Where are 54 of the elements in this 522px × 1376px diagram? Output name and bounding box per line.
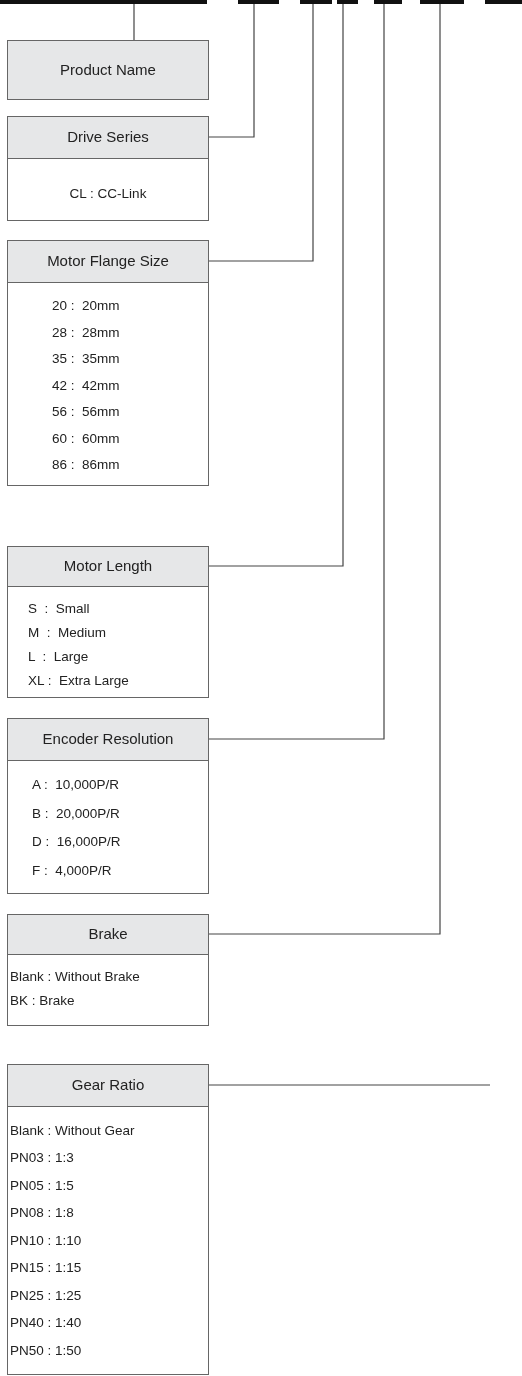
connector-line <box>208 3 441 935</box>
option-box <box>7 718 209 894</box>
option-text: Blank : Without Brake <box>10 967 141 986</box>
code-segment-bar <box>238 0 279 4</box>
option-text: PN03 : 1:3 <box>10 1149 75 1168</box>
code-segment-bar <box>0 0 207 4</box>
code-segment-bar <box>485 0 522 4</box>
code-segment-bar <box>300 0 332 4</box>
option-text: 56 : 56mm <box>52 403 121 422</box>
option-text: PN15 : 1:15 <box>10 1259 83 1278</box>
box-header: Encoder Resolution <box>8 719 208 761</box>
option-text: M : Medium <box>28 623 107 642</box>
option-text: 28 : 28mm <box>52 323 121 342</box>
box-header: Brake <box>8 915 208 955</box>
box-header: Gear Ratio <box>8 1065 208 1107</box>
option-box <box>7 116 209 221</box>
connector-line <box>208 3 344 567</box>
option-text: BK : Brake <box>10 991 76 1010</box>
code-segment-bar <box>420 0 464 4</box>
option-text: S : Small <box>28 599 91 618</box>
option-text: B : 20,000P/R <box>32 804 121 823</box>
code-segment-bar <box>337 0 358 4</box>
option-text: PN50 : 1:50 <box>10 1341 83 1360</box>
code-segment-bar <box>374 0 402 4</box>
option-text: XL : Extra Large <box>28 671 130 690</box>
label-box: Product Name <box>7 40 209 100</box>
option-box <box>7 1064 209 1375</box>
box-header: Motor Flange Size <box>8 241 208 283</box>
option-text: 60 : 60mm <box>52 429 121 448</box>
connector-line <box>208 1084 491 1086</box>
connector-line <box>208 3 385 740</box>
box-header: Motor Length <box>8 547 208 587</box>
option-text: CL : CC-Link <box>69 185 147 204</box>
option-text: PN40 : 1:40 <box>10 1314 83 1333</box>
connector-line <box>208 3 255 138</box>
option-text: 86 : 86mm <box>52 456 121 475</box>
connector-line <box>208 3 314 262</box>
connector-line <box>133 3 135 41</box>
option-text: PN08 : 1:8 <box>10 1204 75 1223</box>
option-text: 42 : 42mm <box>52 376 121 395</box>
option-box <box>7 240 209 486</box>
option-box <box>7 546 209 698</box>
option-text: Blank : Without Gear <box>10 1121 136 1140</box>
option-text: L : Large <box>28 647 90 666</box>
option-text: F : 4,000P/R <box>32 861 113 880</box>
option-text: PN25 : 1:25 <box>10 1286 83 1305</box>
option-text: D : 16,000P/R <box>32 833 122 852</box>
option-text: A : 10,000P/R <box>32 776 121 795</box>
option-text: 20 : 20mm <box>52 297 121 316</box>
option-text: PN05 : 1:5 <box>10 1176 75 1195</box>
box-header: Drive Series <box>8 117 208 159</box>
option-text: PN10 : 1:10 <box>10 1231 83 1250</box>
option-text: 35 : 35mm <box>52 350 121 369</box>
option-box <box>7 914 209 1026</box>
